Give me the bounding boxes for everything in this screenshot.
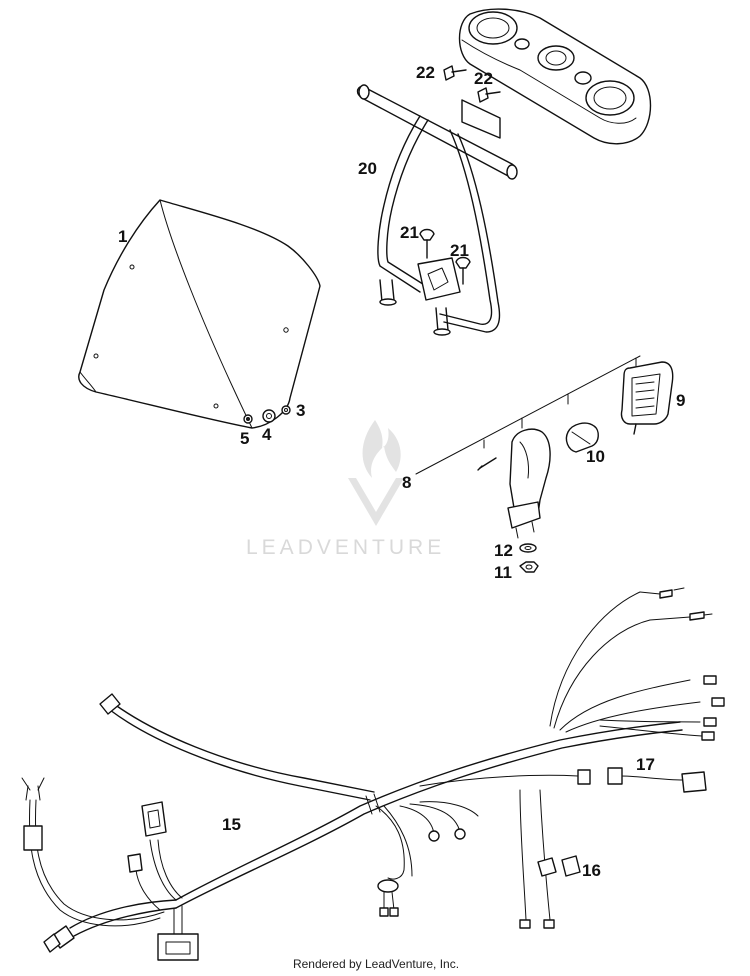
flame-logo-icon [348,420,404,526]
callout-21a: 21 [400,223,419,242]
washer-12 [519,543,537,553]
callout-3: 3 [296,401,305,420]
callout-9: 9 [676,391,685,410]
bolt-22-right [477,87,501,103]
callout-5: 5 [240,429,249,448]
callout-22b: 22 [474,69,493,88]
bolt-22-left [443,65,467,81]
indicator-housing-8 [507,428,551,539]
callout-16: 16 [582,861,601,880]
hardware-3-4-5 [243,405,291,424]
callout-15: 15 [222,815,241,834]
callout-1: 1 [118,227,127,246]
callout-10: 10 [586,447,605,466]
instrument-clamp [458,8,652,145]
footer-text: Rendered by LeadVenture, Inc. [292,957,460,971]
callout-8: 8 [402,473,411,492]
callouts: 1 3 4 5 8 9 10 11 12 15 16 17 20 21 21 2… [118,63,685,880]
screw-8 [477,457,497,471]
callout-20: 20 [358,159,377,178]
indicator-leader-lines [415,355,641,475]
bulb-10 [565,422,599,453]
callout-11: 11 [494,563,512,582]
bolt-21-right [455,256,471,285]
bracket-frame [356,84,518,336]
bolt-21-left [419,228,435,259]
nut-11 [519,561,539,573]
callout-4: 4 [262,425,272,444]
footer-credit: Rendered by LeadVenture, Inc. [0,957,750,971]
watermark: LEADVENTURE [246,420,445,559]
wiring-harness [21,587,725,961]
callout-17: 17 [636,755,655,774]
indicator-lamp-9 [620,361,674,435]
watermark-text: LEADVENTURE [246,536,445,559]
callout-22a: 22 [416,63,435,82]
callout-21b: 21 [450,241,469,260]
windscreen [78,199,321,429]
callout-12: 12 [494,541,513,560]
